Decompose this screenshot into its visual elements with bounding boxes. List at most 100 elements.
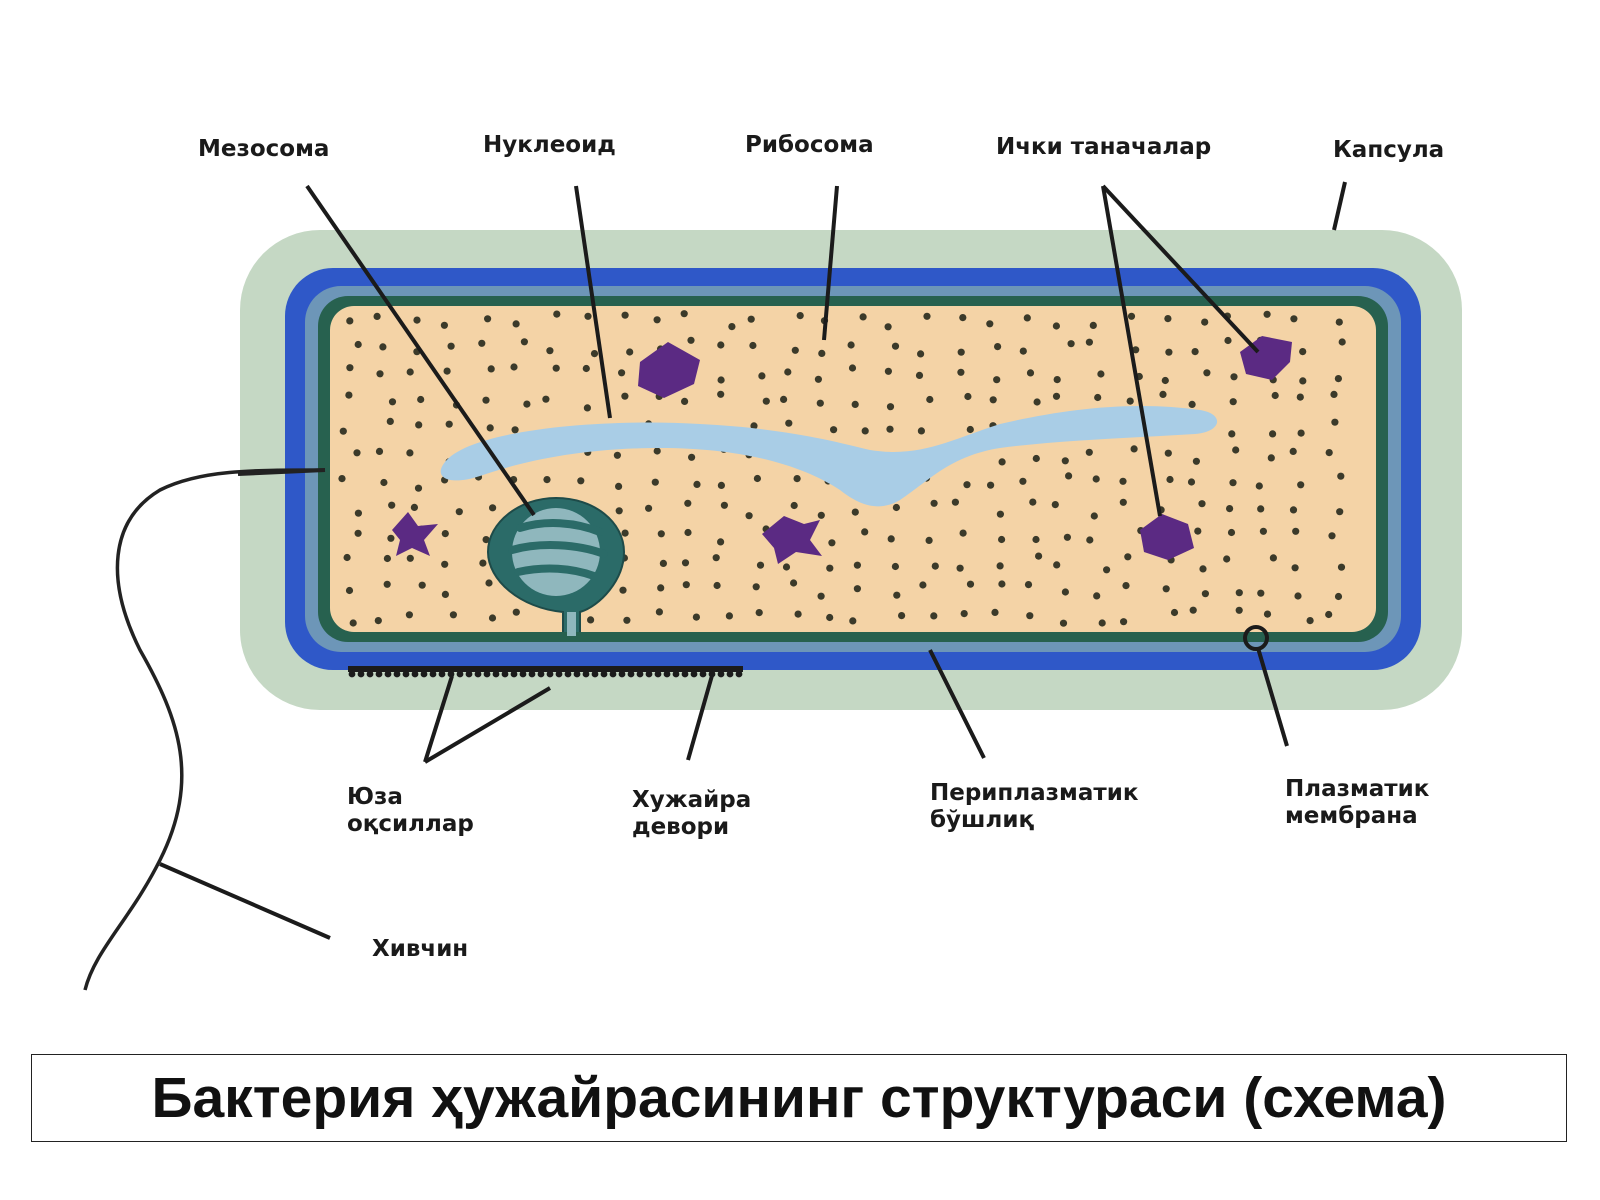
ribosome-dot bbox=[964, 392, 972, 401]
ribosome-dot bbox=[989, 396, 997, 404]
ribosome-dot bbox=[851, 400, 859, 408]
ribosome-dot bbox=[1263, 310, 1271, 318]
ribosome-dot bbox=[998, 535, 1006, 544]
ribosome-dot bbox=[1334, 375, 1342, 383]
ribosome-dot bbox=[830, 426, 838, 434]
label-surface-proteins-line2: оқсиллар bbox=[347, 811, 474, 837]
ribosome-dot bbox=[1165, 348, 1173, 356]
ribosome-dot bbox=[418, 581, 426, 589]
ribosome-dot bbox=[1230, 373, 1238, 381]
ribosome-dot bbox=[692, 613, 701, 621]
ribosome-dot bbox=[1159, 390, 1167, 398]
ribosome-dot bbox=[479, 559, 487, 567]
ribosome-dot bbox=[449, 611, 457, 619]
ribosome-dot bbox=[780, 395, 788, 403]
leader-periplasm bbox=[928, 649, 986, 759]
ribosome-dot bbox=[486, 424, 494, 432]
ribosome-dot bbox=[488, 614, 497, 622]
inclusion-4 bbox=[762, 516, 822, 564]
surface-protein bbox=[735, 670, 743, 678]
ribosome-dot bbox=[717, 341, 725, 349]
ribosome-dot bbox=[886, 403, 895, 411]
ribosome-dot bbox=[1051, 501, 1059, 509]
ribosome-dot bbox=[930, 612, 938, 620]
ribosome-dot bbox=[406, 449, 414, 457]
ribosome-dot bbox=[682, 581, 690, 589]
ribosome-dot bbox=[931, 562, 939, 570]
nucleoid bbox=[440, 405, 1218, 507]
ribosome-dot bbox=[684, 528, 692, 537]
ribosome-dot bbox=[959, 314, 967, 322]
inclusion-bodies bbox=[392, 336, 1292, 564]
ribosome-dot bbox=[1259, 527, 1267, 535]
surface-protein bbox=[681, 670, 689, 678]
ribosome-dot bbox=[417, 395, 425, 404]
ribosome-dot bbox=[405, 611, 413, 619]
leader-mesosome bbox=[305, 184, 536, 517]
ribosome-dot bbox=[996, 510, 1005, 518]
ribosome-dot bbox=[996, 562, 1004, 570]
surface-protein bbox=[438, 670, 446, 678]
ribosome-dot bbox=[693, 480, 701, 488]
ribosome-dot bbox=[1124, 553, 1132, 561]
ribosome-dot bbox=[1335, 318, 1343, 326]
label-cell-wall-line1: Хужайра bbox=[632, 787, 752, 813]
ribosome-dot bbox=[1187, 478, 1196, 486]
ribosome-dot bbox=[782, 563, 791, 571]
surface-protein bbox=[699, 670, 707, 678]
ribosome-dot bbox=[345, 586, 354, 595]
leader-ribosome bbox=[822, 185, 839, 341]
ribosome-dot bbox=[1325, 610, 1333, 619]
ribosome-dot bbox=[747, 315, 755, 323]
surface-protein bbox=[654, 670, 662, 678]
ribosome-dot bbox=[1226, 505, 1234, 513]
ribosome-dot bbox=[619, 586, 627, 594]
ribosome-dot bbox=[750, 422, 758, 430]
ribosome-dot bbox=[917, 427, 926, 435]
ribosome-dot bbox=[1338, 338, 1346, 346]
ribosome-dot bbox=[849, 617, 857, 625]
ribosome-dot bbox=[489, 504, 497, 512]
ribosome-dot bbox=[963, 481, 971, 489]
surface-protein bbox=[447, 670, 455, 678]
ribosome-dot bbox=[1328, 532, 1336, 540]
ribosome-dot bbox=[712, 554, 720, 562]
label-inclusions: Ички таначалар bbox=[996, 134, 1212, 160]
ribosome-dot bbox=[552, 364, 560, 372]
ribosome-dot bbox=[339, 427, 347, 435]
ribosome-dot bbox=[681, 397, 689, 405]
ribosome-dot bbox=[1292, 527, 1300, 535]
ribosome-dot bbox=[1119, 477, 1127, 485]
ribosome-dot bbox=[1192, 457, 1200, 465]
ribosome-dot bbox=[1334, 592, 1343, 601]
ribosome-dot bbox=[1023, 314, 1031, 322]
ribosome-dot bbox=[717, 376, 725, 384]
ribosome-dot bbox=[891, 342, 900, 350]
ribosome-dot bbox=[1053, 561, 1061, 569]
ribosome-dot bbox=[1162, 585, 1170, 593]
ribosome-dot bbox=[1026, 612, 1034, 620]
ribosome-dot bbox=[1090, 512, 1098, 520]
ribosome-dot bbox=[510, 363, 518, 371]
ribosome-dot bbox=[1024, 581, 1033, 589]
label-surface-proteins: Юза оқсиллар bbox=[347, 784, 474, 838]
ribosome-dot bbox=[1203, 369, 1211, 377]
ribosome-dot bbox=[1228, 430, 1236, 438]
label-periplasm-line1: Периплазматик bbox=[930, 780, 1139, 806]
surface-proteins bbox=[348, 666, 743, 678]
surface-protein bbox=[645, 670, 653, 678]
ribosome-dot bbox=[1235, 589, 1243, 597]
ribosome-dot bbox=[511, 426, 519, 434]
ribosome-dot bbox=[1291, 564, 1299, 572]
surface-protein bbox=[375, 670, 383, 678]
ribosome-dot bbox=[785, 419, 793, 427]
ribosome-dot bbox=[859, 313, 867, 321]
label-plasma-membrane: Плазматик мембрана bbox=[1285, 776, 1429, 830]
ribosome-dot bbox=[383, 580, 391, 588]
label-periplasm: Периплазматик бўшлиқ bbox=[930, 780, 1138, 834]
ribosome-dot bbox=[621, 529, 629, 537]
ribosome-dot bbox=[482, 536, 490, 544]
ribosome-dot bbox=[884, 323, 892, 331]
ribosome-dot bbox=[1223, 555, 1231, 563]
